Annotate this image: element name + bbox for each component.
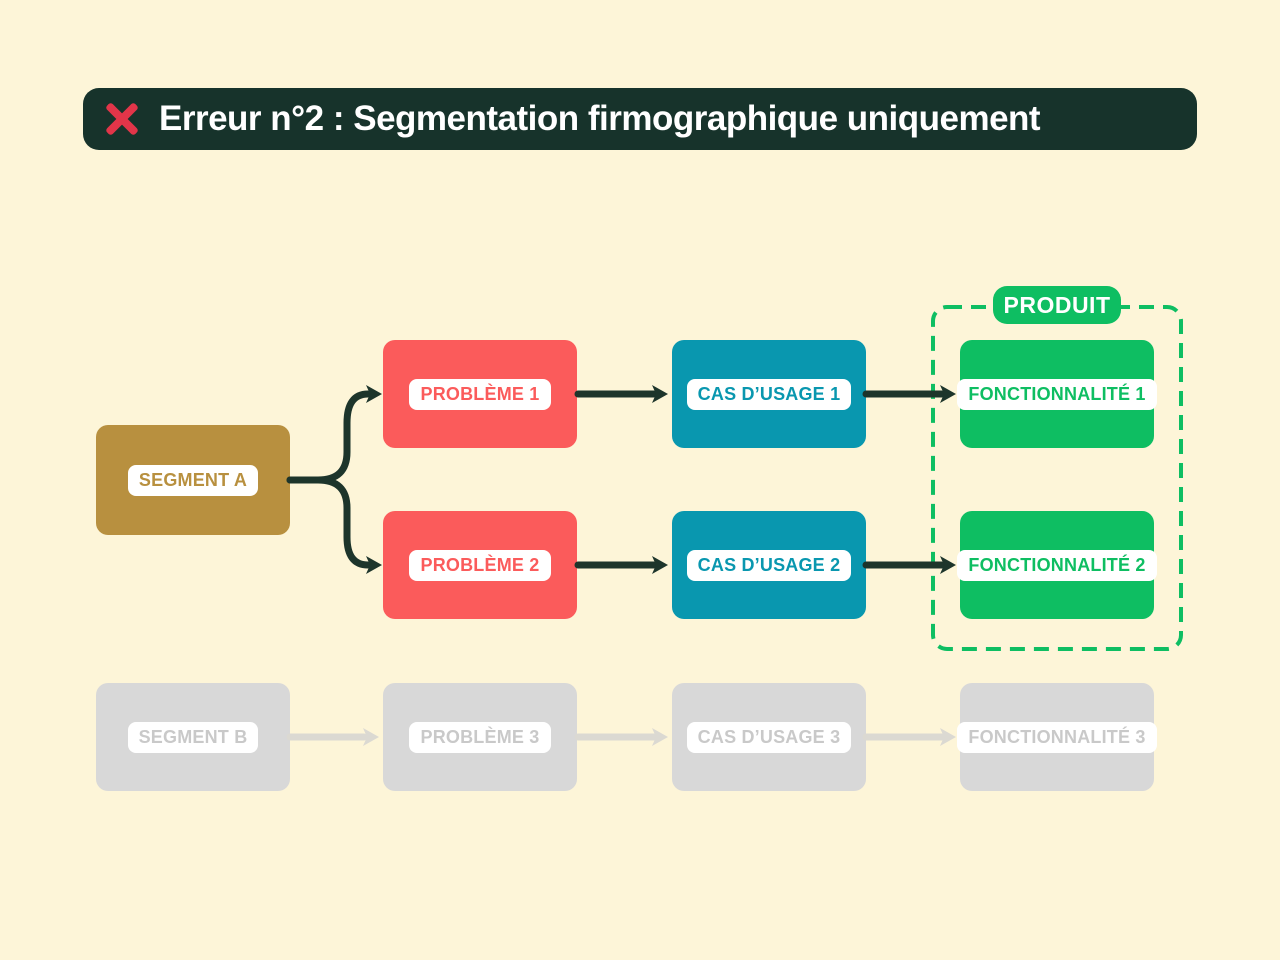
arrowhead-cas-usage-1 <box>652 385 668 403</box>
node-segment-b: SEGMENT B <box>96 683 290 791</box>
node-probleme-3: PROBLÈME 3 <box>383 683 577 791</box>
node-cas-usage-2-label: CAS D’USAGE 2 <box>686 549 852 581</box>
error-banner: Erreur n°2 : Segmentation firmographique… <box>83 88 1197 150</box>
arrowhead-fonctionnalite-3 <box>940 728 956 746</box>
arrowhead-cas-usage-2 <box>652 556 668 574</box>
produit-badge: PRODUIT <box>993 286 1121 324</box>
node-fonctionnalite-1: FONCTIONNALITÉ 1 <box>957 340 1157 448</box>
arrowhead-probleme-2 <box>366 556 382 574</box>
node-fonctionnalite-3-label: FONCTIONNALITÉ 3 <box>957 721 1157 753</box>
cross-mark-icon <box>101 98 143 140</box>
node-probleme-2-label: PROBLÈME 2 <box>409 549 551 581</box>
node-segment-a: SEGMENT A <box>96 425 290 535</box>
arrowhead-probleme-3 <box>363 728 379 746</box>
node-fonctionnalite-3: FONCTIONNALITÉ 3 <box>957 683 1157 791</box>
arrowhead-cas-usage-3 <box>652 728 668 746</box>
node-cas-usage-2: CAS D’USAGE 2 <box>672 511 866 619</box>
arrowhead-fonctionnalite-2 <box>940 556 956 574</box>
arrow-segment-a-to-probleme-2 <box>286 476 372 569</box>
node-probleme-3-label: PROBLÈME 3 <box>409 721 551 753</box>
node-probleme-1-label: PROBLÈME 1 <box>409 378 551 410</box>
node-fonctionnalite-1-label: FONCTIONNALITÉ 1 <box>957 378 1157 410</box>
node-fonctionnalite-2: FONCTIONNALITÉ 2 <box>957 511 1157 619</box>
arrowhead-probleme-1 <box>366 385 382 403</box>
node-segment-a-label: SEGMENT A <box>127 464 259 496</box>
arrowhead-fonctionnalite-1 <box>940 385 956 403</box>
node-cas-usage-3: CAS D’USAGE 3 <box>672 683 866 791</box>
node-cas-usage-3-label: CAS D’USAGE 3 <box>686 721 852 753</box>
arrow-segment-a-to-probleme-1 <box>286 390 372 484</box>
node-cas-usage-1-label: CAS D’USAGE 1 <box>686 378 852 410</box>
banner-title: Erreur n°2 : Segmentation firmographique… <box>159 99 1041 138</box>
node-segment-b-label: SEGMENT B <box>127 721 259 753</box>
node-fonctionnalite-2-label: FONCTIONNALITÉ 2 <box>957 549 1157 581</box>
node-probleme-2: PROBLÈME 2 <box>383 511 577 619</box>
node-probleme-1: PROBLÈME 1 <box>383 340 577 448</box>
node-cas-usage-1: CAS D’USAGE 1 <box>672 340 866 448</box>
